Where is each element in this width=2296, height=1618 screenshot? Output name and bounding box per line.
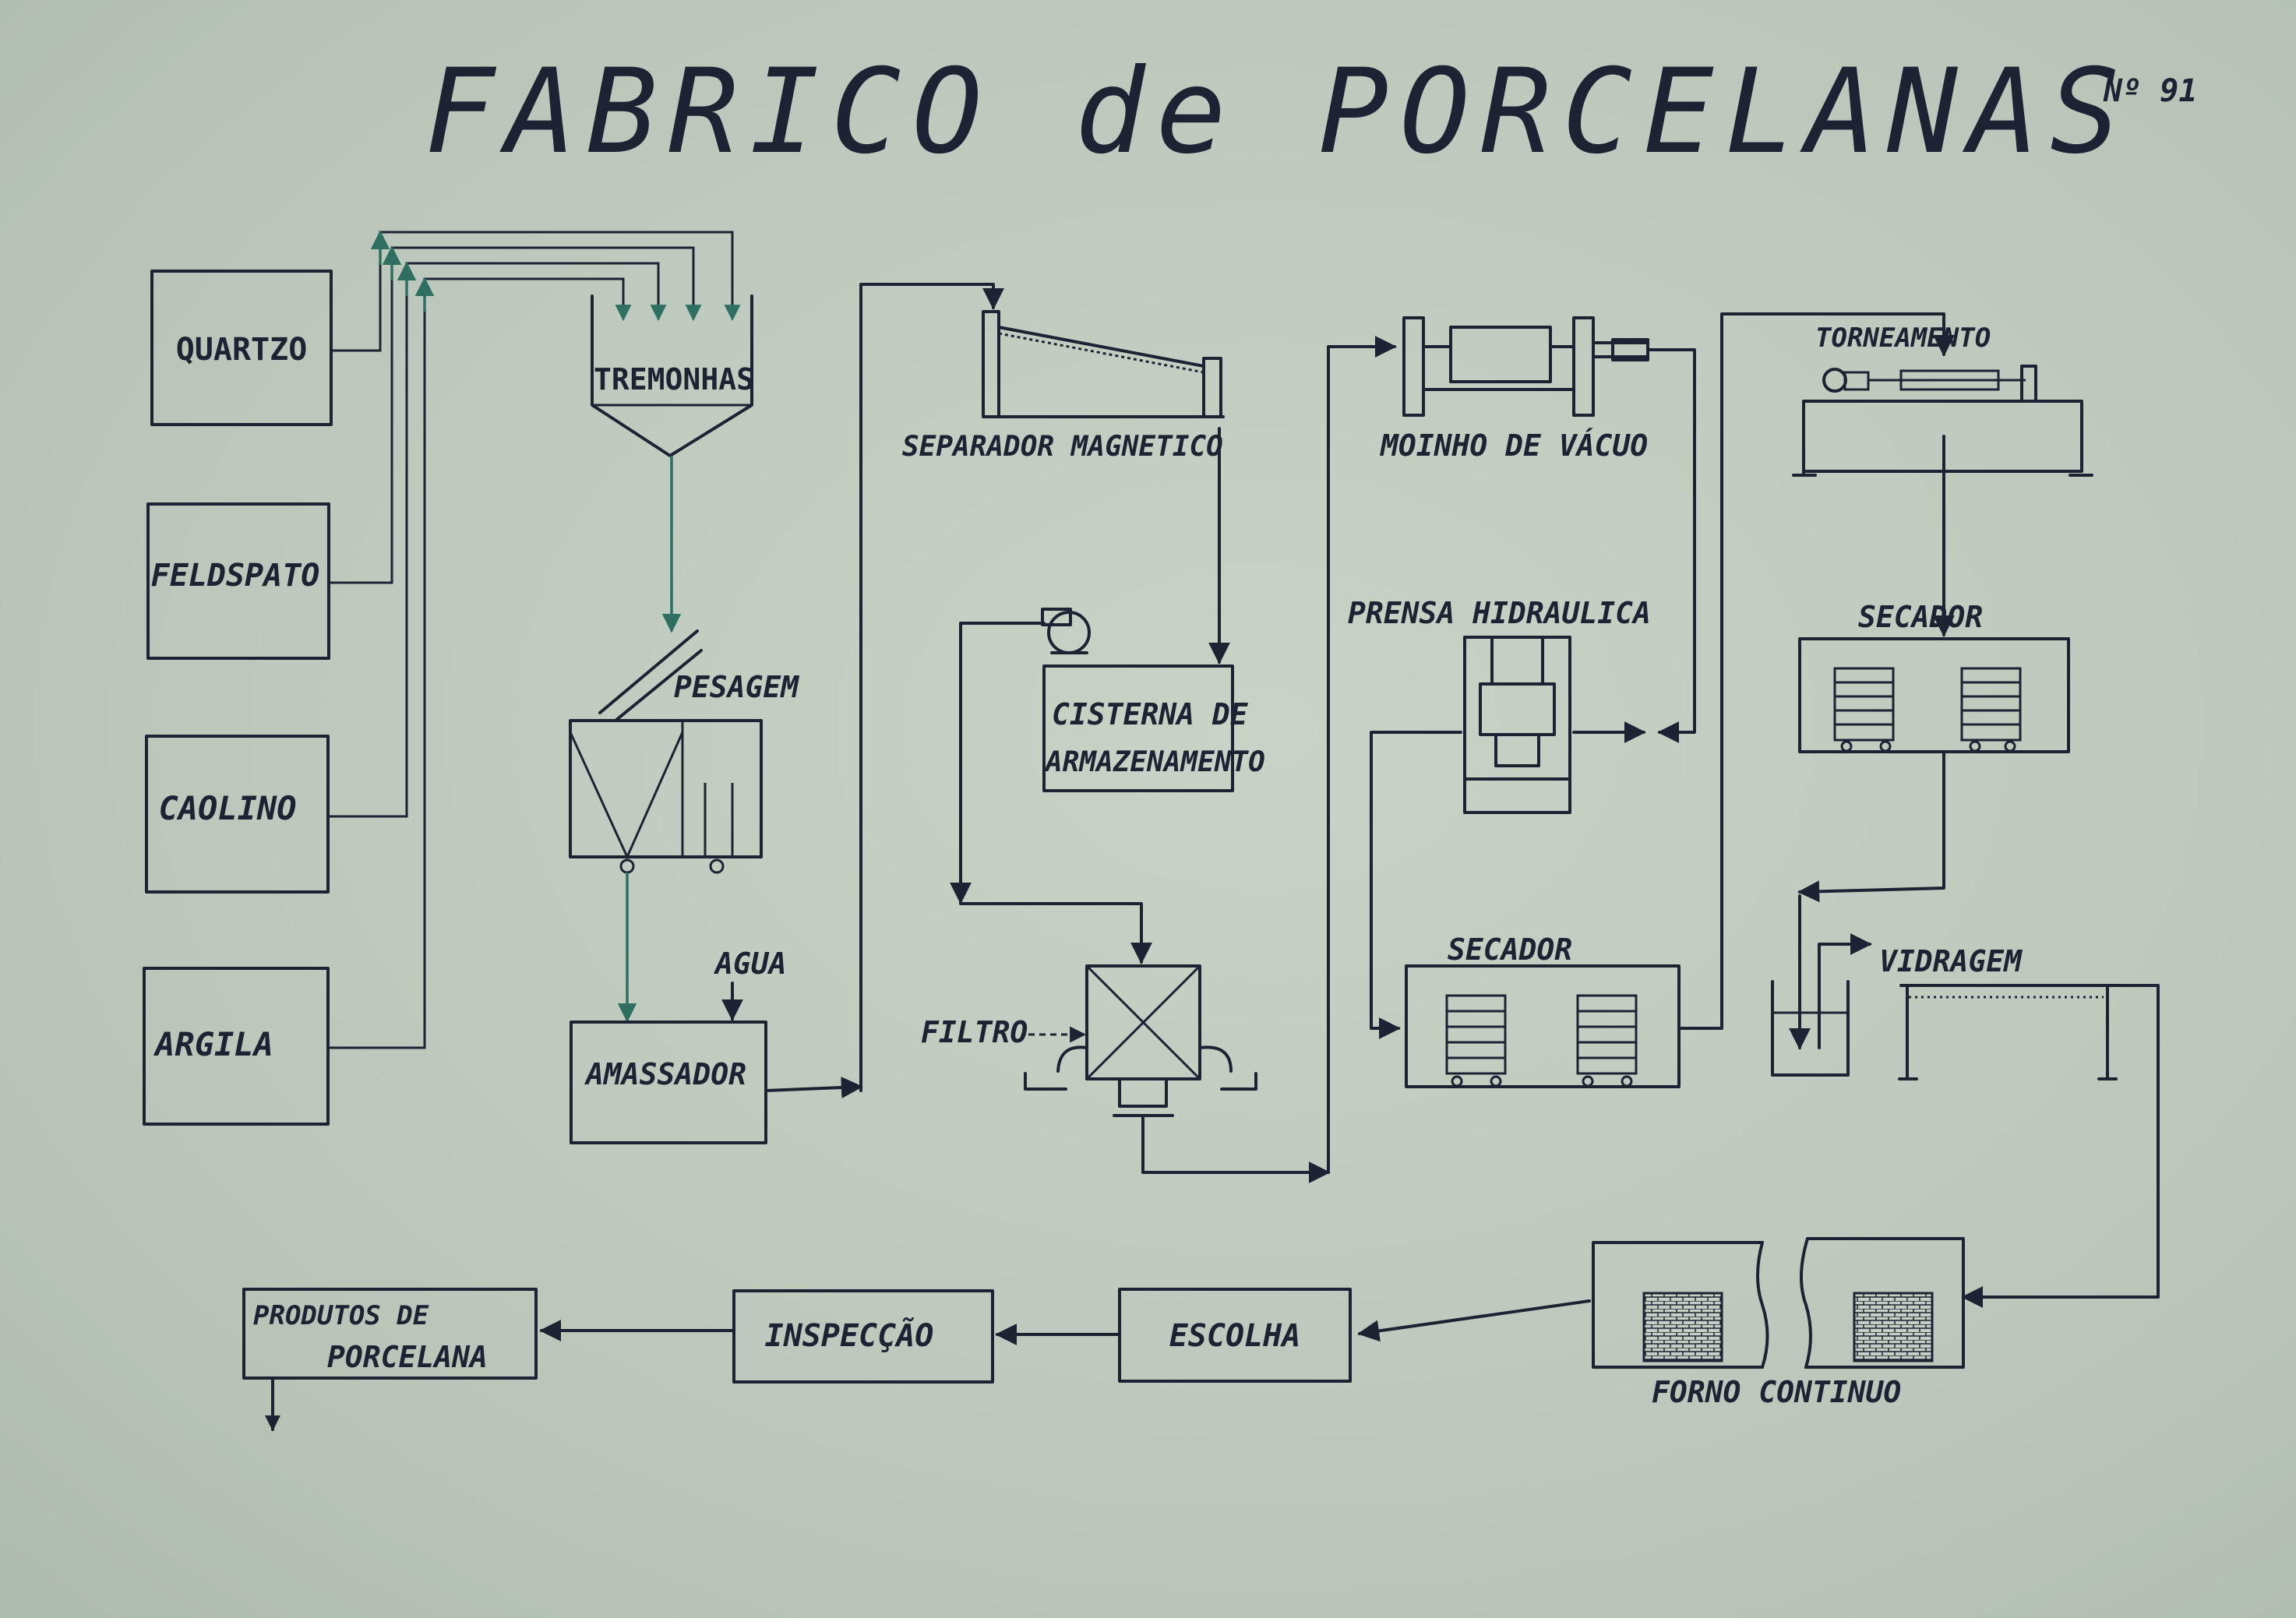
- line-filtro-to-moinho: [1327, 336, 1397, 1174]
- prensa-hidraulica: PRENSA HIDRAULICA: [1348, 596, 1651, 1039]
- secador-1: SECADOR: [1405, 312, 1955, 1088]
- feed-lines: [328, 230, 741, 1049]
- kiln-load-right: [1853, 1292, 1934, 1362]
- raw-material-quartzo: QUARTZO: [150, 270, 333, 426]
- separador-magnetico: SEPARADOR MAGNETICO: [902, 310, 1230, 664]
- secador-2: SECADOR: [1797, 600, 2070, 903]
- quartzo-label: QUARTZO: [176, 332, 308, 368]
- sheet-number: Nº 91: [2103, 73, 2197, 109]
- feldspato-label: FELDSPATO: [151, 558, 320, 594]
- produtos-label-line2: PORCELANA: [327, 1340, 488, 1374]
- argila-label: ARGILA: [153, 1025, 273, 1063]
- secador-2-label: SECADOR: [1858, 600, 1983, 634]
- kiln-load-left: [1642, 1292, 1723, 1362]
- inspeccao-label: INSPECÇÃO: [765, 1317, 934, 1354]
- inspeccao-inspection: INSPECÇÃO: [539, 1289, 994, 1384]
- cisterna-armazenamento: CISTERNA DE ARMAZENAMENTO: [950, 608, 1265, 964]
- vidragem-glazing: VIDRAGEM: [1771, 894, 2160, 1308]
- cisterna-label-line2: ARMAZENAMENTO: [1044, 746, 1265, 778]
- vidragem-label: VIDRAGEM: [1879, 944, 2023, 978]
- torneamento-lathe: TORNEAMENTO: [1792, 323, 2093, 637]
- forno-label: FORNO CONTINUO: [1652, 1375, 1901, 1409]
- cisterna-label-line1: CISTERNA DE: [1052, 697, 1249, 731]
- raw-material-caolino: CAOLINO: [145, 735, 330, 894]
- secador-1-label: SECADOR: [1448, 932, 1572, 967]
- tremonhas-hopper: TREMONHAS: [591, 294, 754, 633]
- separador-label: SEPARADOR MAGNETICO: [902, 431, 1223, 463]
- filtro-label: FILTRO: [921, 1015, 1028, 1049]
- filtro-press: FILTRO: [921, 964, 1331, 1183]
- tremonhas-label: TREMONHAS: [594, 362, 754, 397]
- amassador-kneader: AMASSADOR AGUA: [570, 946, 863, 1144]
- caolino-label: CAOLINO: [158, 789, 296, 827]
- page-title: FABRICO de PORCELANAS: [425, 44, 2131, 180]
- prensa-label: PRENSA HIDRAULICA: [1348, 596, 1651, 630]
- pesagem-scale: PESAGEM: [569, 629, 799, 1023]
- line-amassador-to-separador: [859, 283, 1004, 1092]
- pesagem-label: PESAGEM: [674, 670, 799, 704]
- produtos-de-porcelana: PRODUTOS DE PORCELANA: [242, 1288, 538, 1431]
- moinho-de-vacuo: MOINHO DE VÁCUO: [1379, 316, 1696, 743]
- raw-material-argila: ARGILA: [143, 967, 330, 1126]
- agua-label: AGUA: [713, 946, 787, 981]
- moinho-label: MOINHO DE VÁCUO: [1379, 428, 1648, 463]
- escolha-label: ESCOLHA: [1169, 1318, 1301, 1354]
- raw-material-feldspato: FELDSPATO: [146, 502, 330, 660]
- forno-continuo: FORNO CONTINUO: [1357, 1237, 1965, 1409]
- amassador-label: AMASSADOR: [584, 1057, 746, 1091]
- escolha-sorting: ESCOLHA: [995, 1288, 1352, 1383]
- produtos-label-line1: PRODUTOS DE: [253, 1300, 429, 1331]
- torneamento-label: TORNEAMENTO: [1815, 323, 1991, 354]
